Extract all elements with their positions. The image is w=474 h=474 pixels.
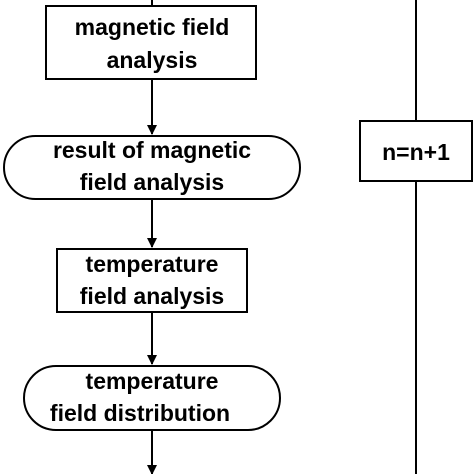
node-increment-counter: n=n+1 xyxy=(359,120,473,182)
node-label-line-1: magnetic field xyxy=(75,14,230,40)
node-label-line-2: field analysis xyxy=(80,283,224,309)
node-magnetic-field-analysis: magnetic field analysis xyxy=(45,5,257,80)
terminator-shape xyxy=(3,135,301,200)
node-label-line-2: field analysis xyxy=(80,169,224,195)
node-label-line-1: temperature xyxy=(86,251,219,277)
node-result-of-magnetic-field-analysis: result of magnetic field analysis xyxy=(3,135,301,200)
process-box xyxy=(56,248,248,313)
node-temperature-field-analysis: temperature field analysis xyxy=(56,248,248,313)
process-box xyxy=(359,120,473,182)
process-box xyxy=(45,5,257,80)
node-label-line-1: temperature xyxy=(86,368,219,394)
node-label-line-1: result of magnetic xyxy=(53,137,251,163)
node-label-line-2: field distribution xyxy=(50,400,230,426)
terminator-shape xyxy=(23,365,281,431)
node-temperature-field-distribution: temperature field distribution xyxy=(23,365,281,431)
node-label-line-2: analysis xyxy=(107,47,198,73)
node-label-line-1: n=n+1 xyxy=(382,139,450,165)
